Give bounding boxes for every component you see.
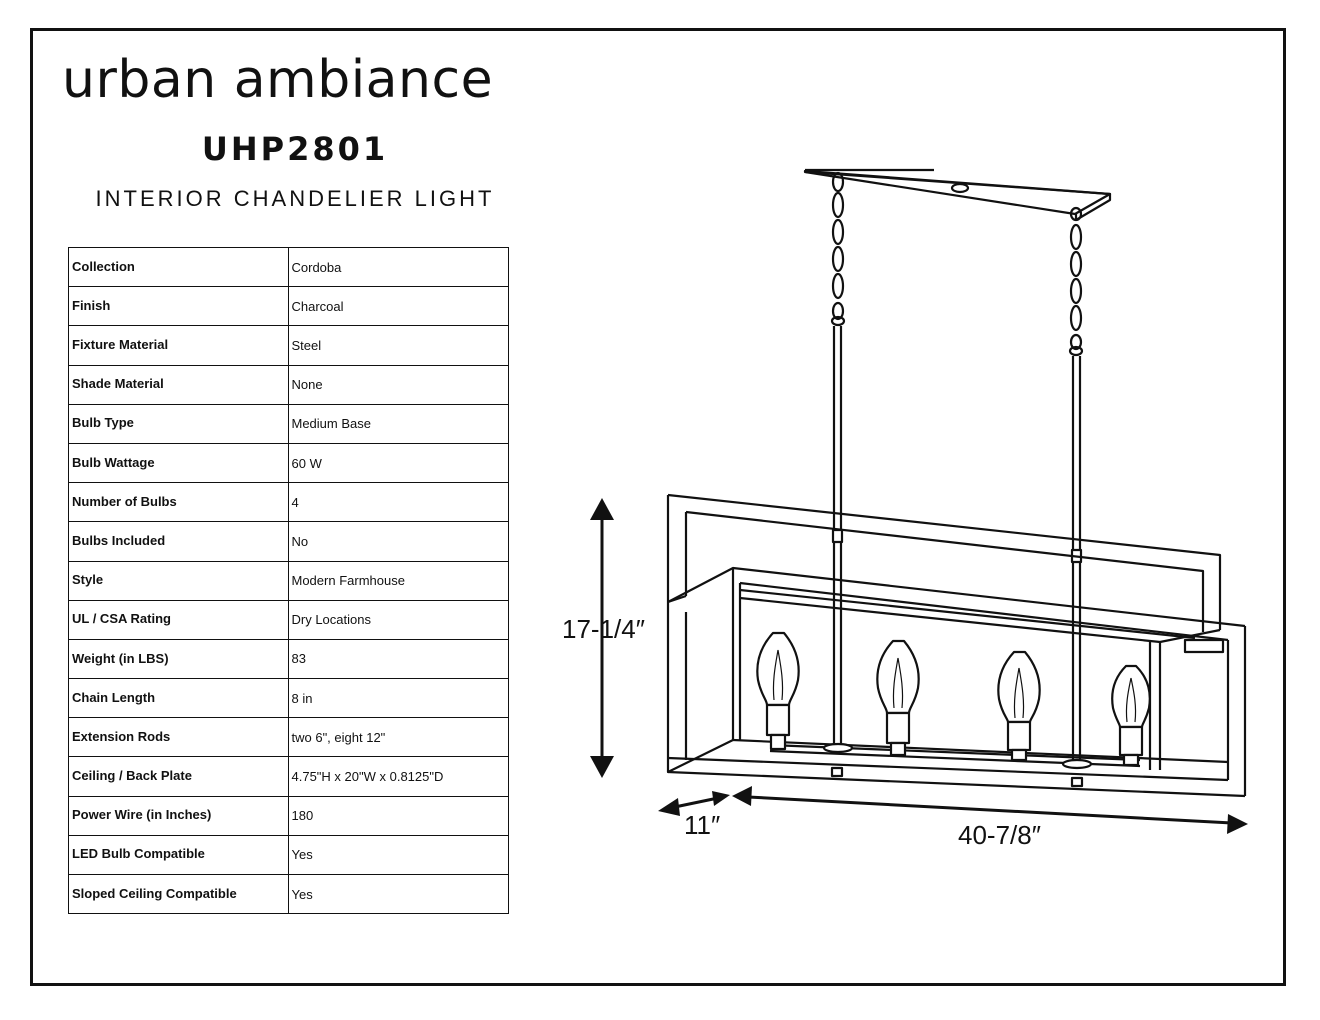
- depth-dimension-label: 11″: [684, 810, 721, 840]
- spec-value: Yes: [287, 873, 509, 915]
- spec-label: Style: [68, 560, 289, 601]
- canopy-screw: [950, 182, 970, 194]
- spec-value: No: [287, 521, 509, 562]
- spec-value: 4.75"H x 20"W x 0.8125"D: [287, 756, 509, 797]
- spec-label: Weight (in LBS): [68, 638, 289, 680]
- width-dimension-label: 40-7/8″: [958, 820, 1041, 850]
- product-type: INTERIOR CHANDELIER LIGHT: [95, 186, 495, 211]
- spec-label: Extension Rods: [68, 717, 289, 758]
- main-frame: [666, 566, 1247, 798]
- spec-value: 83: [287, 638, 509, 680]
- spec-value: 4: [287, 482, 509, 523]
- spec-row: Weight (in LBS)83: [68, 638, 509, 680]
- spec-row: Power Wire (in Inches)180: [68, 795, 509, 836]
- depth-dimension-arrow: [658, 791, 730, 816]
- chandelier-line-drawing: [590, 168, 1248, 834]
- bulb-bar: [769, 742, 1141, 788]
- right-chain: [1068, 206, 1084, 357]
- spec-label: UL / CSA Rating: [68, 599, 289, 640]
- spec-value: Charcoal: [287, 286, 509, 327]
- width-dimension-arrow: [732, 786, 1248, 834]
- spec-value: 8 in: [287, 678, 509, 719]
- spec-label: LED Bulb Compatible: [68, 834, 289, 876]
- spec-value: 60 W: [287, 442, 509, 484]
- model-number: UHP2801: [201, 130, 389, 168]
- left-chain: [830, 171, 846, 327]
- spec-label: Collection: [68, 246, 289, 288]
- spec-sheet-border: [30, 28, 1286, 986]
- spec-value: two 6", eight 12": [287, 717, 509, 758]
- extension-rods: [831, 326, 1083, 765]
- spec-value: Yes: [287, 834, 509, 876]
- bulb-2: [876, 639, 920, 757]
- spec-value: Cordoba: [287, 246, 509, 288]
- spec-value: Dry Locations: [287, 599, 509, 640]
- spec-value: Modern Farmhouse: [287, 560, 509, 601]
- brand-logo: urban ambiance: [62, 50, 494, 110]
- spec-label: Ceiling / Back Plate: [68, 756, 289, 797]
- spec-value: 180: [287, 795, 509, 836]
- spec-label: Power Wire (in Inches): [68, 795, 289, 836]
- bulb-4: [1111, 664, 1151, 767]
- bulb-1: [756, 631, 800, 751]
- spec-label: Number of Bulbs: [68, 482, 289, 523]
- spec-label: Chain Length: [68, 678, 289, 719]
- spec-value: None: [287, 364, 509, 405]
- bulb-3: [997, 650, 1041, 762]
- spec-value: Steel: [287, 325, 509, 366]
- spec-label: Fixture Material: [68, 325, 289, 366]
- height-dimension-label: 17-1/4″: [562, 614, 645, 644]
- spec-label: Finish: [68, 286, 289, 327]
- spec-label: Bulb Type: [68, 403, 289, 444]
- spec-label: Bulbs Included: [68, 521, 289, 562]
- spec-value: Medium Base: [287, 403, 509, 444]
- spec-label: Sloped Ceiling Compatible: [68, 873, 289, 915]
- spec-label: Bulb Wattage: [68, 442, 289, 484]
- spec-label: Shade Material: [68, 364, 289, 405]
- height-dimension-arrow: [590, 498, 614, 778]
